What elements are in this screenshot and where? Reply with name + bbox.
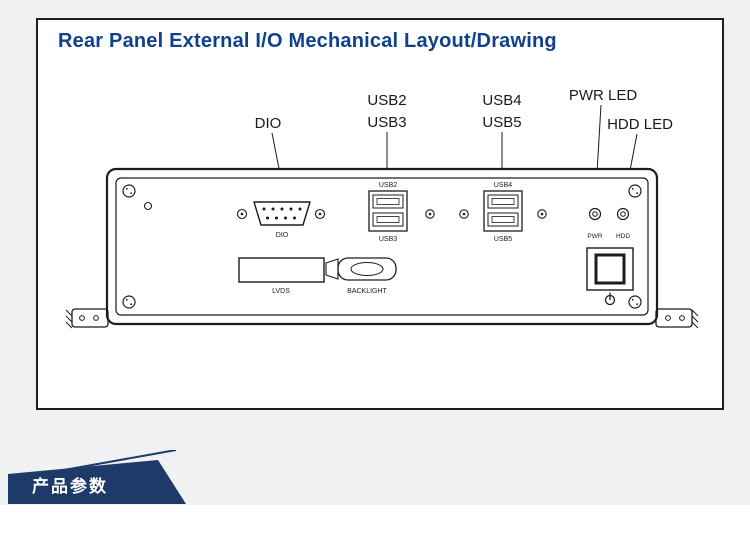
backlight-wedge — [325, 258, 339, 280]
diagram-panel: Rear Panel External I/O Mechanical Layou… — [36, 18, 724, 410]
hdd-led — [616, 207, 630, 221]
screw-bottom-right — [628, 295, 642, 309]
diagram-title: Rear Panel External I/O Mechanical Layou… — [58, 30, 557, 52]
bracket-left-hatch — [65, 309, 73, 329]
chassis-body — [105, 167, 659, 326]
callout-labels: DIO USB2 USB3 USB4 USB5 PWR LED HDD LED — [255, 87, 673, 133]
label-hdd: HDD — [616, 233, 630, 240]
power-button — [586, 247, 634, 306]
label-usb3: USB3 — [379, 236, 397, 243]
screw-top-right — [628, 184, 642, 198]
mount-bracket-left — [65, 308, 109, 329]
corner-screws — [122, 184, 642, 309]
label-pwr: PWR — [587, 233, 602, 240]
banner-polygon — [8, 460, 186, 504]
next-section-strip — [0, 505, 750, 534]
callout-pwr-led: PWR LED — [569, 87, 638, 104]
connector-labels: USB2 USB3 USB4 USB5 DIO LVDS BACKLIGHT P… — [272, 182, 630, 295]
callout-dio: DIO — [255, 115, 282, 132]
callout-usb4: USB4 — [482, 92, 521, 109]
panel-screw-holes — [425, 209, 547, 219]
callout-usb5: USB5 — [482, 114, 521, 131]
chassis-inner-panel — [115, 177, 649, 316]
callout-hdd-led: HDD LED — [607, 116, 673, 133]
rear-panel-drawing: DIO USB2 USB3 USB4 USB5 PWR LED HDD LED — [65, 87, 699, 329]
power-symbol-icon — [604, 292, 616, 306]
callout-usb2: USB2 — [367, 92, 406, 109]
screw-bottom-left — [122, 295, 136, 309]
usb45-housing — [483, 190, 523, 232]
side-vent-hole — [143, 201, 153, 211]
screw-top-left — [122, 184, 136, 198]
section-banner-shape — [7, 449, 186, 504]
dio-connector — [236, 201, 326, 226]
label-lvds: LVDS — [272, 288, 290, 295]
db9-pins — [262, 207, 302, 220]
label-dio: DIO — [276, 232, 289, 239]
label-usb2: USB2 — [379, 182, 397, 189]
pwr-led — [588, 207, 602, 221]
section-banner: 产品参数 — [7, 449, 208, 504]
usb23-housing — [368, 190, 408, 232]
db9-shell — [253, 201, 311, 226]
lvds-connector — [238, 257, 325, 283]
section-banner-label: 产品参数 — [32, 477, 108, 496]
callout-usb3: USB3 — [367, 114, 406, 131]
label-usb4: USB4 — [494, 182, 512, 189]
chassis-outer — [105, 167, 659, 326]
mount-bracket-right — [655, 308, 699, 329]
banner-accent-line — [7, 449, 177, 481]
db9-jack-screws — [236, 208, 326, 220]
label-backlight: BACKLIGHT — [347, 288, 387, 295]
bracket-right-hatch — [691, 309, 699, 329]
usb2-usb3-stack — [368, 190, 408, 232]
backlight-connector — [325, 257, 397, 281]
label-usb5: USB5 — [494, 236, 512, 243]
usb4-usb5-stack — [483, 190, 523, 232]
